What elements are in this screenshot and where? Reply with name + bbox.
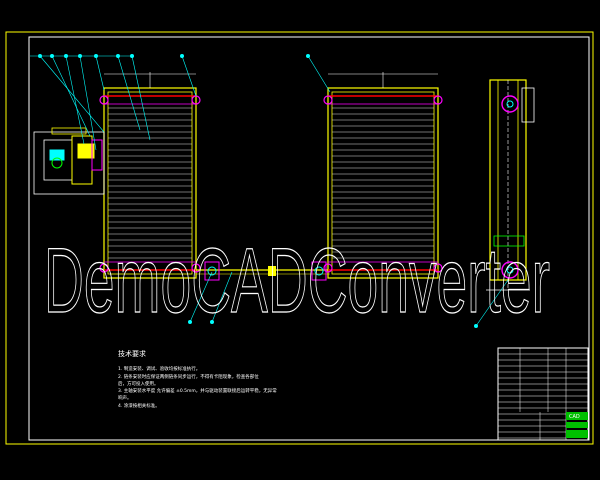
- title-block: CAD: [497, 347, 589, 441]
- notes-line: 1. 制造安装、调试、验收均按标准执行。: [118, 365, 200, 372]
- notes-title: 技术要求: [118, 349, 146, 358]
- notes-line: 4. 涂漆按相关标准。: [118, 402, 160, 409]
- outer-frame: [5, 31, 594, 445]
- left-drive-unit: [33, 127, 105, 195]
- drive-shaft: [196, 261, 330, 281]
- inner-frame: [28, 36, 590, 441]
- left-gate: [99, 72, 201, 279]
- right-gate: [323, 72, 443, 279]
- logo-text: CAD: [569, 414, 580, 420]
- technical-notes: 技术要求 1. 制造安装、调试、验收均按标准执行。 2. 链条安装时应保证两侧链…: [118, 349, 277, 409]
- notes-line: 2. 链条安装时应保证两侧链条同步运行，不得有卡阻现象，检查各部位: [118, 373, 259, 380]
- notes-line: 响声。: [118, 394, 132, 401]
- watermark: DemoCADConverter: [44, 230, 550, 332]
- notes-line: 后，方可投入使用。: [118, 380, 159, 387]
- notes-line: 3. 主轴安装水平度 允许偏差 ±0.5mm，并与驱动装置联接后运转平稳，无异常: [118, 387, 277, 394]
- balloons: [38, 54, 478, 328]
